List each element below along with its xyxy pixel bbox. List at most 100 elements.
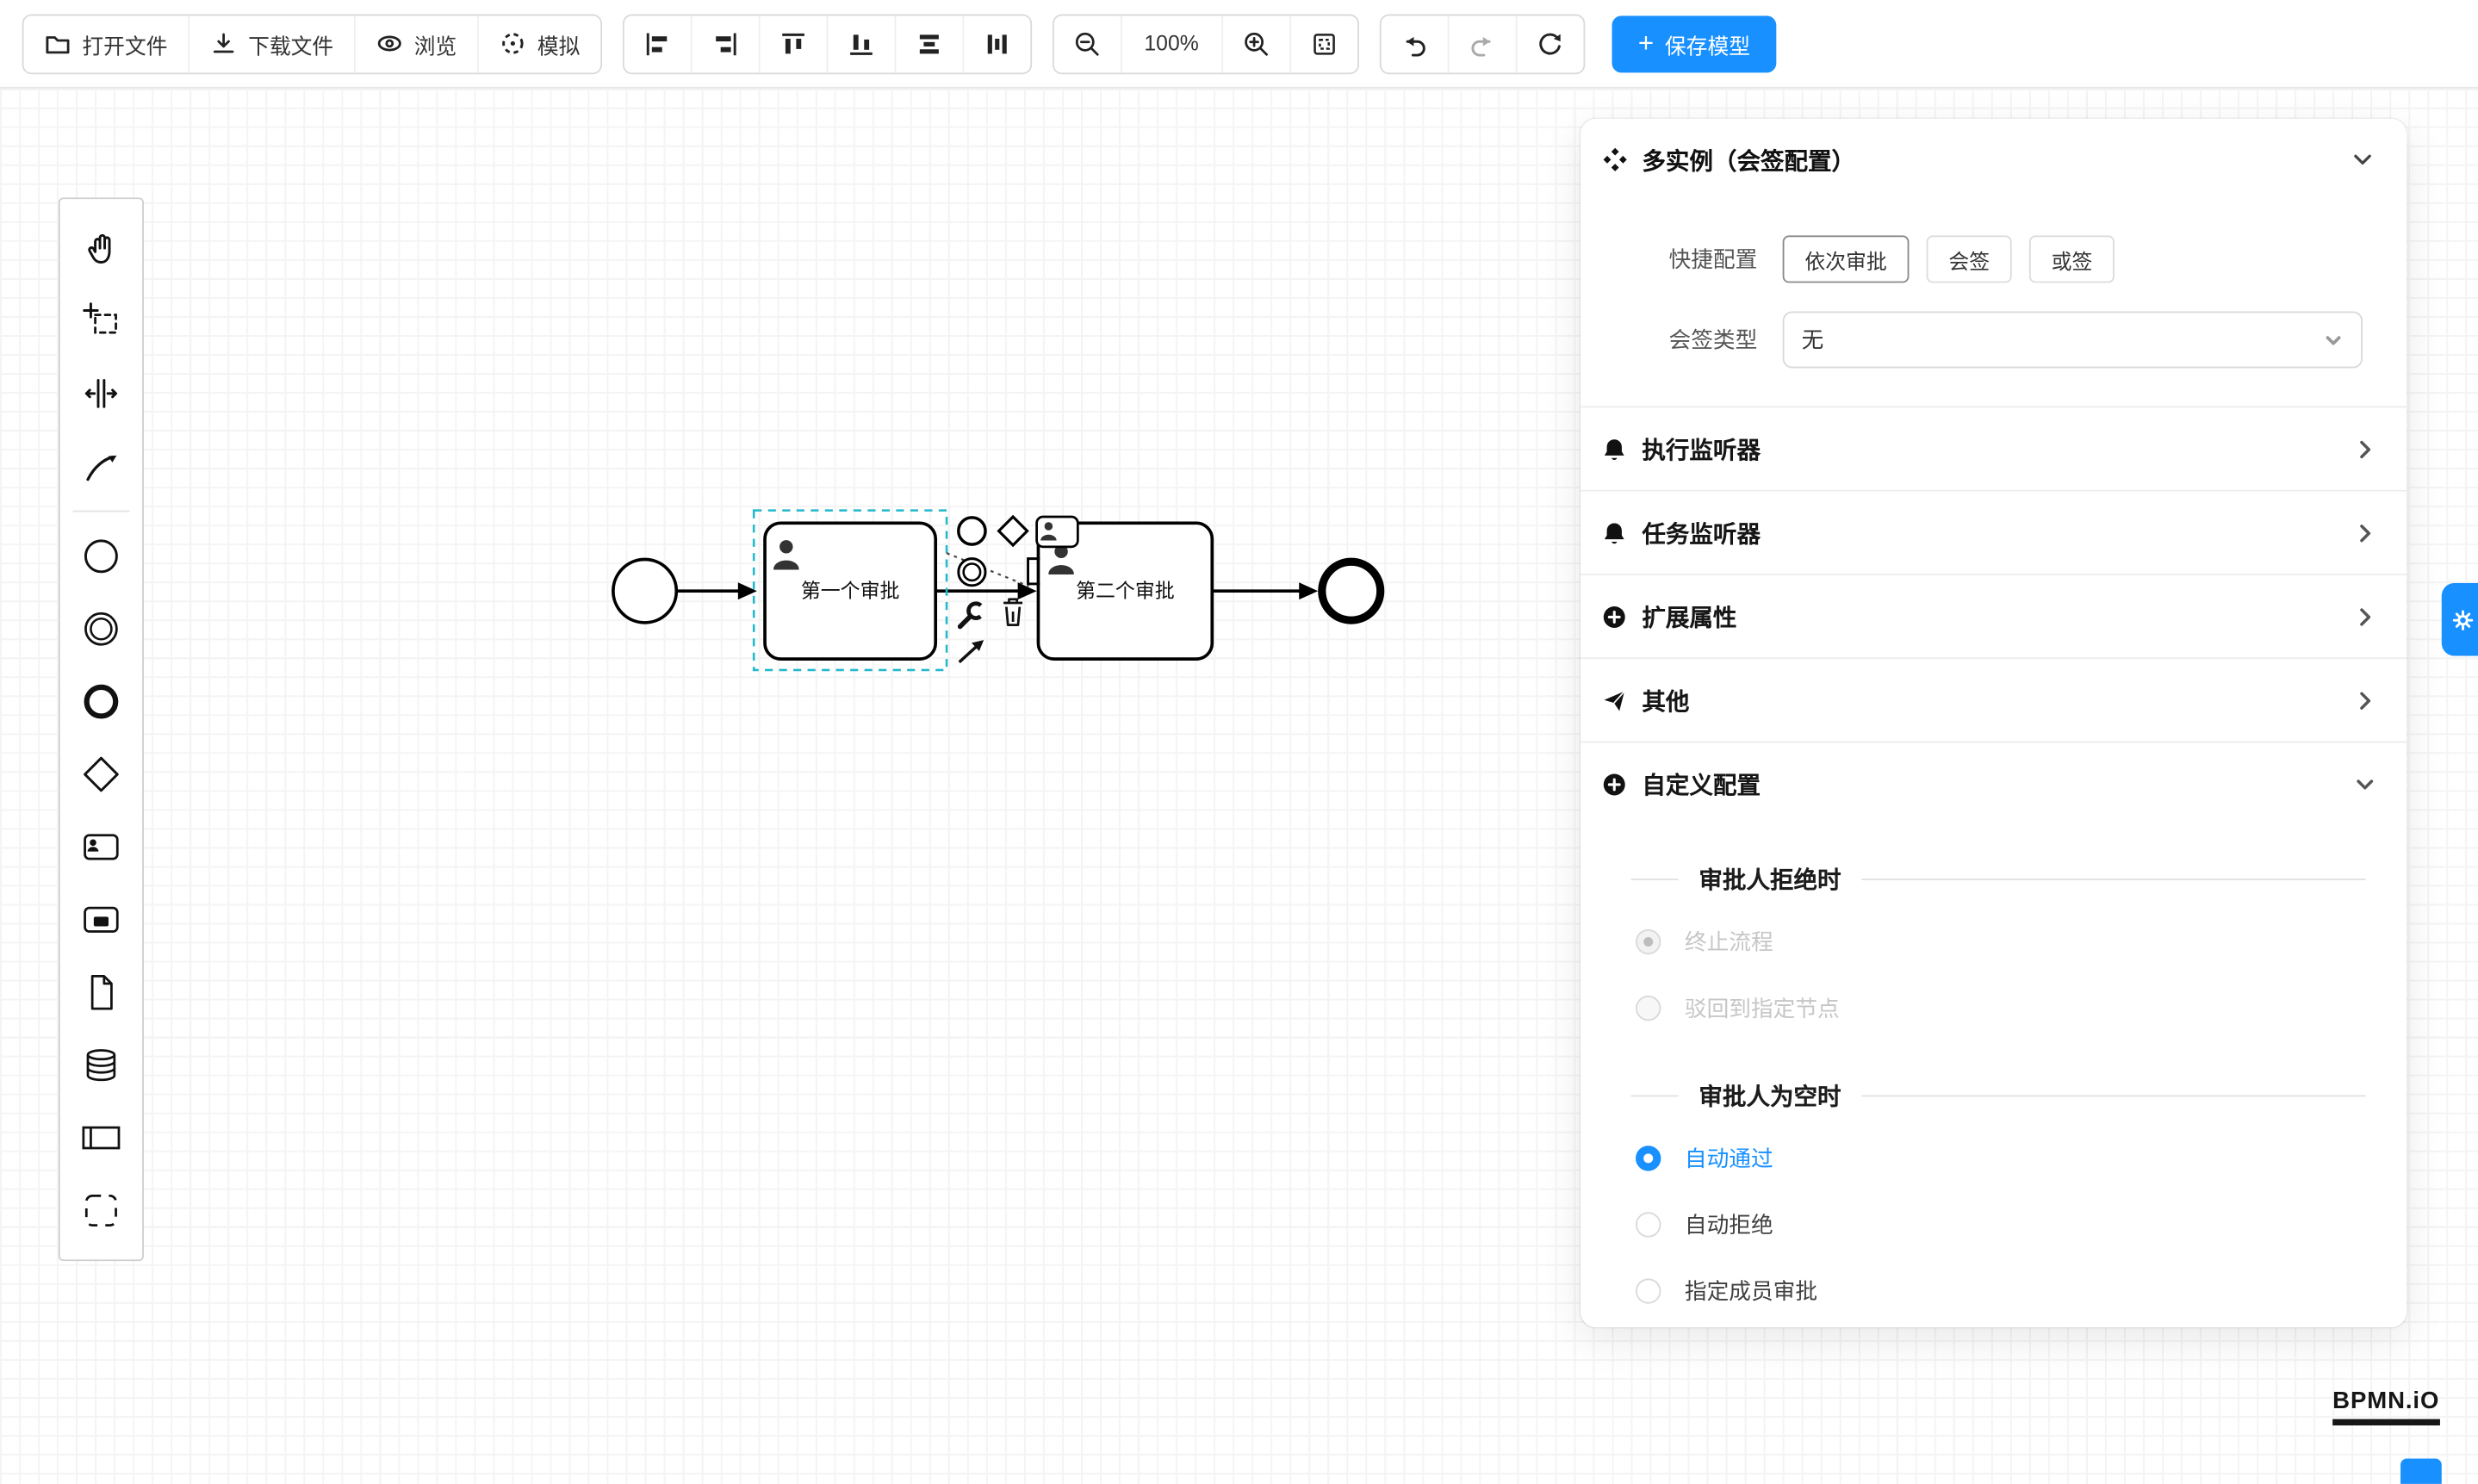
radio-icon: [1636, 1212, 1661, 1238]
context-pad: [957, 514, 1079, 664]
distribute-horizontal-button[interactable]: [962, 15, 1031, 72]
task1-label: 第一个审批: [801, 580, 900, 602]
preview-button[interactable]: 浏览: [353, 15, 478, 72]
pool-icon: [79, 1115, 123, 1159]
lasso-tool[interactable]: [66, 284, 136, 357]
save-model-label: 保存模型: [1664, 34, 1750, 58]
space-tool[interactable]: [66, 357, 136, 430]
trash-icon[interactable]: [1003, 598, 1023, 627]
quick-config-options: 依次审批 会签 或签: [1782, 235, 2115, 283]
sequence-flow-3[interactable]: [1212, 582, 1319, 600]
open-file-label: 打开文件: [82, 34, 168, 58]
create-group[interactable]: [66, 1174, 136, 1246]
corner-badge[interactable]: [2400, 1458, 2442, 1484]
distribute-horizontal-icon: [987, 34, 1007, 53]
sequence-flow-1[interactable]: [676, 582, 757, 600]
user-task-icon: [79, 825, 123, 869]
create-end-event[interactable]: [66, 665, 136, 737]
connect-icon[interactable]: [958, 640, 984, 664]
radio-return-to-node[interactable]: 驳回到指定节点: [1581, 975, 2407, 1041]
hand-tool[interactable]: [66, 212, 136, 284]
chevron-down-icon: [2350, 147, 2375, 172]
quick-option-countersign[interactable]: 会签: [1926, 235, 2012, 283]
radio-auto-reject[interactable]: 自动拒绝: [1581, 1191, 2407, 1257]
open-file-button[interactable]: 打开文件: [23, 15, 189, 72]
create-data-object[interactable]: [66, 956, 136, 1028]
append-gateway-icon[interactable]: [997, 514, 1029, 548]
simulate-label: 模拟: [537, 34, 581, 58]
plus-circle-icon: [1603, 773, 1625, 795]
create-participant[interactable]: [66, 1102, 136, 1174]
radio-terminate-process[interactable]: 终止流程: [1581, 909, 2407, 975]
end-event-icon: [79, 680, 123, 723]
download-file-button[interactable]: 下载文件: [188, 15, 354, 72]
custom-config-body: 审批人拒绝时 终止流程 驳回到指定节点 审批人为空时 自动通过: [1581, 863, 2407, 1327]
align-left-icon: [643, 29, 668, 58]
align-bottom-icon: [847, 34, 875, 58]
redo-button[interactable]: [1446, 15, 1515, 72]
align-top-button[interactable]: [758, 15, 827, 72]
radio-auto-pass[interactable]: 自动通过: [1581, 1125, 2407, 1191]
section-custom-config[interactable]: 自定义配置: [1580, 741, 2407, 825]
eye-icon: [376, 30, 403, 57]
refresh-button[interactable]: [1514, 15, 1583, 72]
sign-type-row: 会签类型 无: [1581, 311, 2363, 369]
bpmn-io-logo[interactable]: BPMN.iO: [2332, 1388, 2440, 1425]
section-others[interactable]: 其他: [1580, 657, 2407, 741]
create-user-task[interactable]: [66, 810, 136, 883]
gear-icon: [2451, 607, 2475, 631]
zoom-out-button[interactable]: [1053, 15, 1121, 72]
quick-option-orsign[interactable]: 或签: [2028, 235, 2115, 283]
user-task-2[interactable]: 第二个审批: [1036, 521, 1214, 661]
quick-config-label: 快捷配置: [1668, 246, 1758, 272]
reject-group-title: 审批人拒绝时: [1699, 867, 1841, 895]
create-gateway[interactable]: [66, 738, 136, 810]
radio-assign-member[interactable]: 指定成员审批: [1581, 1258, 2407, 1325]
append-intermediate-event-icon[interactable]: [957, 557, 987, 587]
zoom-in-button[interactable]: [1220, 15, 1289, 72]
radio-label: 指定成员审批: [1684, 1278, 1818, 1304]
zoom-out-icon: [1073, 29, 1102, 58]
radio-icon: [1636, 1146, 1661, 1171]
start-event[interactable]: [612, 557, 679, 624]
properties-panel: 多实例（会签配置） 快捷配置 依次审批 会签 或签 会签类型 无: [1580, 118, 2407, 1328]
section-task-listeners[interactable]: 任务监听器: [1580, 489, 2407, 574]
reject-group-divider: 审批人拒绝时: [1630, 863, 2366, 897]
sign-type-select[interactable]: 无: [1782, 311, 2363, 369]
save-model-button[interactable]: + 保存模型: [1611, 15, 1778, 72]
section-execution-listeners[interactable]: 执行监听器: [1580, 406, 2407, 490]
undo-button[interactable]: [1380, 15, 1447, 72]
section-extended-properties[interactable]: 扩展属性: [1580, 574, 2407, 657]
end-event[interactable]: [1318, 557, 1385, 624]
create-subprocess[interactable]: [66, 884, 136, 956]
redo-icon: [1468, 36, 1496, 58]
align-bottom-button[interactable]: [826, 15, 895, 72]
append-preview-line: [946, 552, 1029, 587]
sign-type-label: 会签类型: [1668, 326, 1758, 353]
wrench-icon[interactable]: [957, 601, 985, 630]
hand-icon: [79, 226, 123, 270]
global-connect-tool[interactable]: [66, 430, 136, 502]
quick-option-sequential[interactable]: 依次审批: [1782, 235, 1910, 283]
database-icon: [79, 1043, 123, 1087]
append-task-icon[interactable]: [1035, 515, 1079, 549]
create-data-store[interactable]: [66, 1028, 136, 1101]
simulate-button[interactable]: 模拟: [477, 15, 601, 72]
section-label: 执行监听器: [1642, 437, 1761, 464]
append-event-icon[interactable]: [957, 516, 987, 546]
distribute-vertical-button[interactable]: [894, 15, 963, 72]
create-start-event[interactable]: [66, 520, 136, 593]
panel-header[interactable]: 多实例（会签配置）: [1581, 119, 2407, 201]
align-top-icon: [779, 29, 808, 53]
undo-icon: [1400, 36, 1428, 58]
user-task-1[interactable]: 第一个审批: [763, 521, 938, 661]
sequence-flow-2[interactable]: [935, 582, 1037, 600]
settings-tab[interactable]: [2441, 583, 2478, 656]
align-right-button[interactable]: [690, 15, 759, 72]
subprocess-icon: [79, 897, 123, 941]
reset-viewport-button[interactable]: [1289, 15, 1357, 72]
create-intermediate-event[interactable]: [66, 593, 136, 665]
append-text-annotation-icon[interactable]: [1027, 557, 1040, 586]
align-left-button[interactable]: [624, 15, 691, 72]
